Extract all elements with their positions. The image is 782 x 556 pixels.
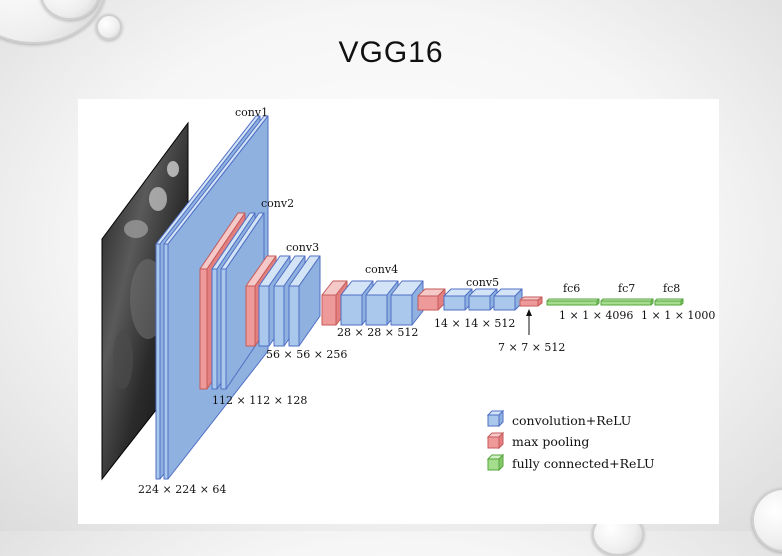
conv1-a-front-face — [155, 243, 161, 480]
decorative-bubble-right — [752, 488, 782, 552]
layer-conv5-a — [443, 288, 473, 311]
label-conv4: conv4 — [365, 263, 398, 276]
label-fc7: fc7 — [618, 282, 635, 295]
slide-title: VGG16 — [338, 36, 444, 69]
label-conv5: conv5 — [466, 276, 499, 289]
legend-pool-swatch — [486, 431, 505, 450]
fc6-front-face — [546, 300, 598, 306]
pool4-front-face — [417, 295, 439, 311]
legend-pool-label: max pooling — [512, 434, 589, 449]
conv3-a-front-face — [258, 285, 270, 347]
decorative-bubble-small — [96, 14, 122, 40]
layer-conv4-c — [390, 280, 424, 326]
pool5-arrow — [526, 309, 532, 335]
fc8-front-face — [654, 300, 682, 306]
pool1-front-face — [199, 268, 208, 390]
dim-14: 14 × 14 × 512 — [434, 317, 515, 330]
label-conv2: conv2 — [261, 197, 294, 210]
conv2-b-front-face — [220, 268, 227, 390]
legend-conv-label: convolution+ReLU — [512, 413, 631, 428]
architecture-diagram: conv1 conv2 conv3 conv4 conv5 fc6 fc7 fc… — [101, 106, 715, 496]
layer-fc7 — [600, 298, 654, 306]
label-fc6: fc6 — [563, 282, 580, 295]
vgg16-architecture-figure: conv1 conv2 conv3 conv4 conv5 fc6 fc7 fc… — [78, 99, 719, 524]
conv5-c-front-face — [493, 295, 516, 311]
legend-conv-swatch — [486, 409, 505, 428]
conv5-a-front-face — [443, 295, 466, 311]
network-layers — [155, 115, 684, 480]
dim-4096: 1 × 1 × 4096 — [559, 309, 633, 322]
fc7-front-face — [600, 300, 652, 306]
layer-pool4 — [417, 288, 446, 311]
dim-1000: 1 × 1 × 1000 — [641, 309, 715, 322]
pool3-front-face — [321, 294, 337, 326]
conv4-a-front-face — [340, 294, 363, 326]
label-conv1: conv1 — [235, 106, 268, 119]
dim-56: 56 × 56 × 256 — [266, 348, 347, 361]
layer-fc6 — [546, 298, 600, 306]
pool2-front-face — [245, 285, 256, 347]
legend: convolution+ReLU max pooling fully conne… — [486, 409, 655, 472]
legend-fc-label: fully connected+ReLU — [512, 456, 655, 471]
layer-pool5 — [519, 296, 543, 307]
layer-conv5-c — [493, 288, 523, 311]
layer-conv3-c — [288, 255, 321, 347]
conv4-c-front-face — [390, 294, 413, 326]
dim-7: 7 × 7 × 512 — [498, 341, 565, 354]
dim-28: 28 × 28 × 512 — [337, 326, 418, 339]
label-conv3: conv3 — [286, 241, 319, 254]
legend-fc-swatch — [486, 453, 505, 472]
dim-224: 224 × 224 × 64 — [138, 483, 226, 496]
conv5-b-front-face — [468, 295, 491, 311]
conv1-b-front-face — [163, 243, 169, 480]
conv4-b-front-face — [365, 294, 388, 326]
layer-conv5-b — [468, 288, 498, 311]
conv2-a-front-face — [211, 268, 218, 390]
conv3-b-front-face — [273, 285, 285, 347]
layer-fc8 — [654, 298, 684, 306]
pool5-front-face — [519, 299, 539, 307]
label-fc8: fc8 — [663, 282, 680, 295]
dim-112: 112 × 112 × 128 — [212, 394, 307, 407]
conv3-c-front-face — [288, 285, 300, 347]
